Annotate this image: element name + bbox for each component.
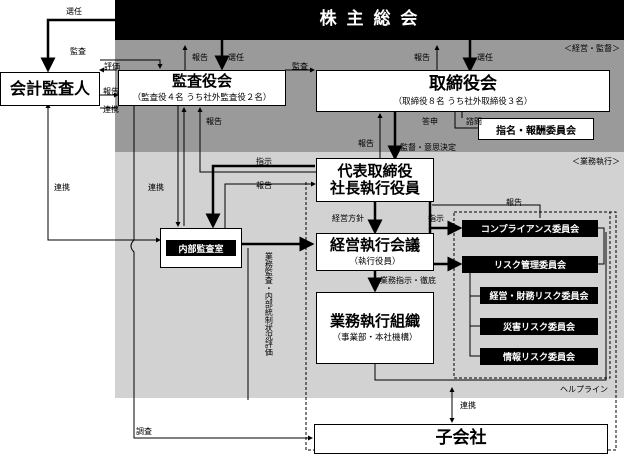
shareholders-meeting-label: 株 主 総 会 bbox=[319, 9, 420, 30]
operations-sub: （事業部・本社機構） bbox=[332, 332, 418, 343]
internal-audit-label: 内部監査室 bbox=[178, 244, 224, 255]
board-label: 取締役会 bbox=[429, 74, 497, 95]
label-report-board-top: 報告 bbox=[414, 53, 430, 62]
label-mgmt-policy: 経営方針 bbox=[332, 214, 364, 223]
subsidiaries-box: 子会社 bbox=[314, 424, 608, 454]
audit-board-sub: （監査役４名 うち社外監査役２名） bbox=[132, 92, 272, 103]
execution-zone-label: ＜業務執行＞ bbox=[572, 157, 620, 166]
label-cooperation-ia: 連携 bbox=[148, 183, 164, 192]
label-instruction-comp: 指示 bbox=[428, 214, 444, 223]
label-business-instruction: 業務指示・徹底 bbox=[380, 276, 436, 285]
label-internal-audit-vertical: 業務監査・内部統制状況評価 bbox=[264, 252, 274, 356]
board-sub: （取締役８名 うち社外取締役３名） bbox=[393, 96, 533, 107]
president-box: 代表取締役 社長執行役員 bbox=[316, 158, 434, 202]
label-report-comp: 報告 bbox=[506, 198, 522, 207]
subsidiaries-label: 子会社 bbox=[435, 428, 487, 449]
label-appoint-board: 選任 bbox=[477, 53, 493, 62]
label-report-audit-top: 報告 bbox=[192, 53, 208, 62]
audit-board-label: 監査役会 bbox=[171, 72, 232, 91]
accounting-auditor-label: 会計監査人 bbox=[9, 78, 90, 98]
oversight-zone-label: ＜経営・監督＞ bbox=[564, 44, 620, 53]
financial-risk-committee-box: 経営・財務リスク委員会 bbox=[480, 287, 598, 304]
internal-audit-box: 内部監査室 bbox=[160, 228, 242, 268]
label-consult: 諮問 bbox=[466, 117, 482, 126]
disaster-risk-committee-box: 災害リスク委員会 bbox=[480, 318, 598, 335]
label-cooperation-aa: 連携 bbox=[103, 105, 119, 114]
mgmt-council-sub: （執行役員） bbox=[349, 256, 401, 267]
mgmt-council-box: 経営執行会議 （執行役員） bbox=[316, 233, 434, 271]
internal-audit-label-box: 内部監査室 bbox=[166, 240, 236, 256]
label-audit-between: 監査 bbox=[292, 62, 308, 71]
board-box: 取締役会 （取締役８名 うち社外取締役３名） bbox=[316, 70, 610, 112]
operations-label: 業務執行組織 bbox=[329, 312, 420, 331]
label-reply: 答申 bbox=[422, 117, 438, 126]
audit-board-box: 監査役会 （監査役４名 うち社外監査役２名） bbox=[118, 70, 286, 106]
info-risk-committee-box: 情報リスク委員会 bbox=[480, 348, 598, 365]
info-risk-committee-label: 情報リスク委員会 bbox=[502, 353, 575, 363]
label-report-audit-mid: 報告 bbox=[206, 117, 222, 126]
label-report-aa: 報告 bbox=[103, 87, 119, 96]
compliance-committee-box: コンプライアンス委員会 bbox=[462, 220, 598, 237]
label-supervision: 監督・意思決定 bbox=[400, 143, 456, 152]
label-appoint-audit: 選任 bbox=[228, 53, 244, 62]
label-investigation: 調査 bbox=[136, 427, 152, 436]
label-instruction-ia: 指示 bbox=[256, 157, 272, 166]
risk-committee-box: リスク管理委員会 bbox=[462, 256, 598, 273]
nomination-committee-label: 指名・報酬委員会 bbox=[496, 125, 576, 137]
label-appoint-auditor: 選任 bbox=[66, 7, 82, 16]
label-audit: 監査 bbox=[70, 47, 86, 56]
nomination-committee-box: 指名・報酬委員会 bbox=[478, 118, 594, 140]
shareholders-meeting: 株 主 総 会 bbox=[115, 0, 624, 40]
label-cooperation-left: 連携 bbox=[54, 183, 70, 192]
compliance-committee-label: コンプライアンス委員会 bbox=[480, 225, 580, 235]
risk-committee-label: リスク管理委員会 bbox=[493, 261, 566, 271]
label-report-board-mid: 報告 bbox=[358, 139, 374, 148]
accounting-auditor-box: 会計監査人 bbox=[0, 72, 100, 106]
president-label-2: 社長執行役員 bbox=[329, 179, 420, 197]
label-report-ia: 報告 bbox=[256, 181, 272, 190]
financial-risk-committee-label: 経営・財務リスク委員会 bbox=[489, 292, 589, 302]
operations-box: 業務執行組織 （事業部・本社機構） bbox=[316, 292, 434, 364]
mgmt-council-label: 経営執行会議 bbox=[329, 236, 420, 255]
disaster-risk-committee-label: 災害リスク委員会 bbox=[502, 323, 575, 333]
label-cooperation-sub: 連携 bbox=[460, 401, 476, 410]
label-evaluation: 評価 bbox=[104, 62, 120, 71]
president-label-1: 代表取締役 bbox=[337, 161, 413, 180]
label-helpline: ヘルプライン bbox=[560, 385, 608, 394]
